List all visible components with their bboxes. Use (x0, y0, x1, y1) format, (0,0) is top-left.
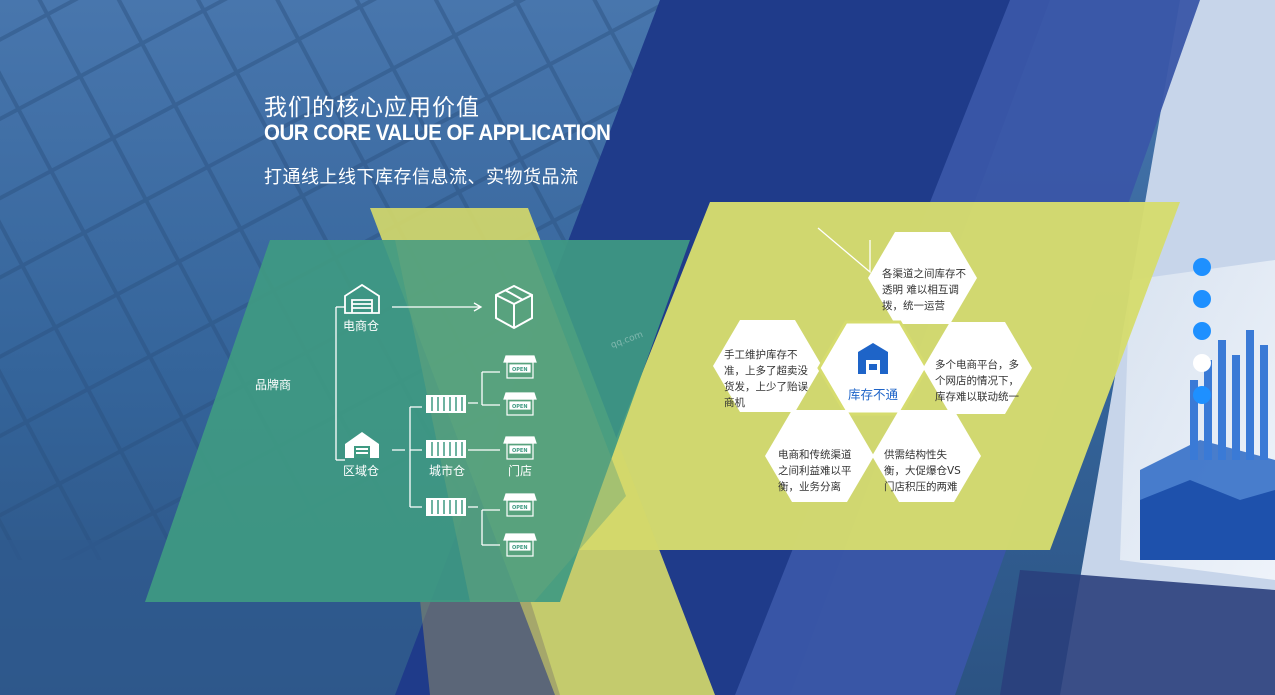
title-chinese: 我们的核心应用价值 (264, 95, 480, 121)
hexagon-bottom-left-text: 电商和传统渠道之间利益难以平衡，业务分离 (778, 449, 852, 493)
open-sign: OPEN (512, 404, 528, 410)
green-panel (145, 240, 690, 602)
container-icon (426, 395, 466, 413)
container-icon (426, 498, 466, 516)
hexagon-right (923, 322, 1032, 414)
flow-connector (468, 371, 500, 406)
subtitle: 打通线上线下库存信息流、实物货品流 (264, 167, 579, 188)
page-dot-4[interactable] (1193, 354, 1211, 372)
container-icon (426, 440, 466, 458)
package-icon (495, 284, 533, 330)
page-dot-5[interactable] (1193, 386, 1211, 404)
hexagon-bottom-right-text: 供需结构性失衡，大促爆仓VS门店积压的两难 (884, 449, 961, 493)
page-dot-2[interactable] (1193, 290, 1211, 308)
hexagon-right-text: 多个电商平台，多个网店的情况下，库存难以联动统一 (935, 359, 1019, 403)
decorative-line (817, 227, 871, 274)
warehouse-icon (344, 283, 380, 314)
pagination-dots (1193, 258, 1211, 408)
store-icon (503, 392, 537, 416)
title-english: OUR CORE VALUE OF APPLICATION (264, 120, 611, 145)
flow-connector (468, 506, 500, 546)
hexagon-left-text: 手工维护库存不准，上多了超卖没货发，上少了贻误商机 (724, 349, 808, 409)
open-sign: OPEN (512, 545, 528, 551)
hexagon-bottom-left (765, 410, 874, 502)
bar-chart-graphic (1190, 330, 1268, 460)
warehouse-icon (345, 432, 379, 458)
store-icon (503, 533, 537, 557)
store-icon (503, 436, 537, 460)
label-brand: 品牌商 (255, 378, 292, 392)
store-icon (503, 355, 537, 379)
open-sign: OPEN (512, 505, 528, 511)
label-city-warehouse: 城市仓 (429, 464, 466, 478)
hexagon-top (868, 232, 977, 324)
open-sign: OPEN (512, 367, 528, 373)
flow-connector (473, 302, 483, 312)
flow-connector (392, 406, 422, 508)
page-dot-3[interactable] (1193, 322, 1211, 340)
hexagon-top-text: 各渠道之间库存不透明 难以相互调拨，统一运营 (882, 268, 966, 312)
hexagon-left (713, 320, 822, 412)
hexagon-bottom-right (872, 410, 981, 502)
label-ecommerce-warehouse: 电商仓 (343, 319, 380, 333)
hexagon-center-label: 库存不通 (847, 387, 898, 402)
label-regional-warehouse: 区域仓 (343, 464, 380, 478)
store-icon (503, 493, 537, 517)
store-icon-group (503, 355, 537, 557)
warehouse-icon (858, 343, 888, 374)
open-sign: OPEN (512, 448, 528, 454)
page-dot-1[interactable] (1193, 258, 1211, 276)
label-store: 门店 (508, 464, 533, 478)
